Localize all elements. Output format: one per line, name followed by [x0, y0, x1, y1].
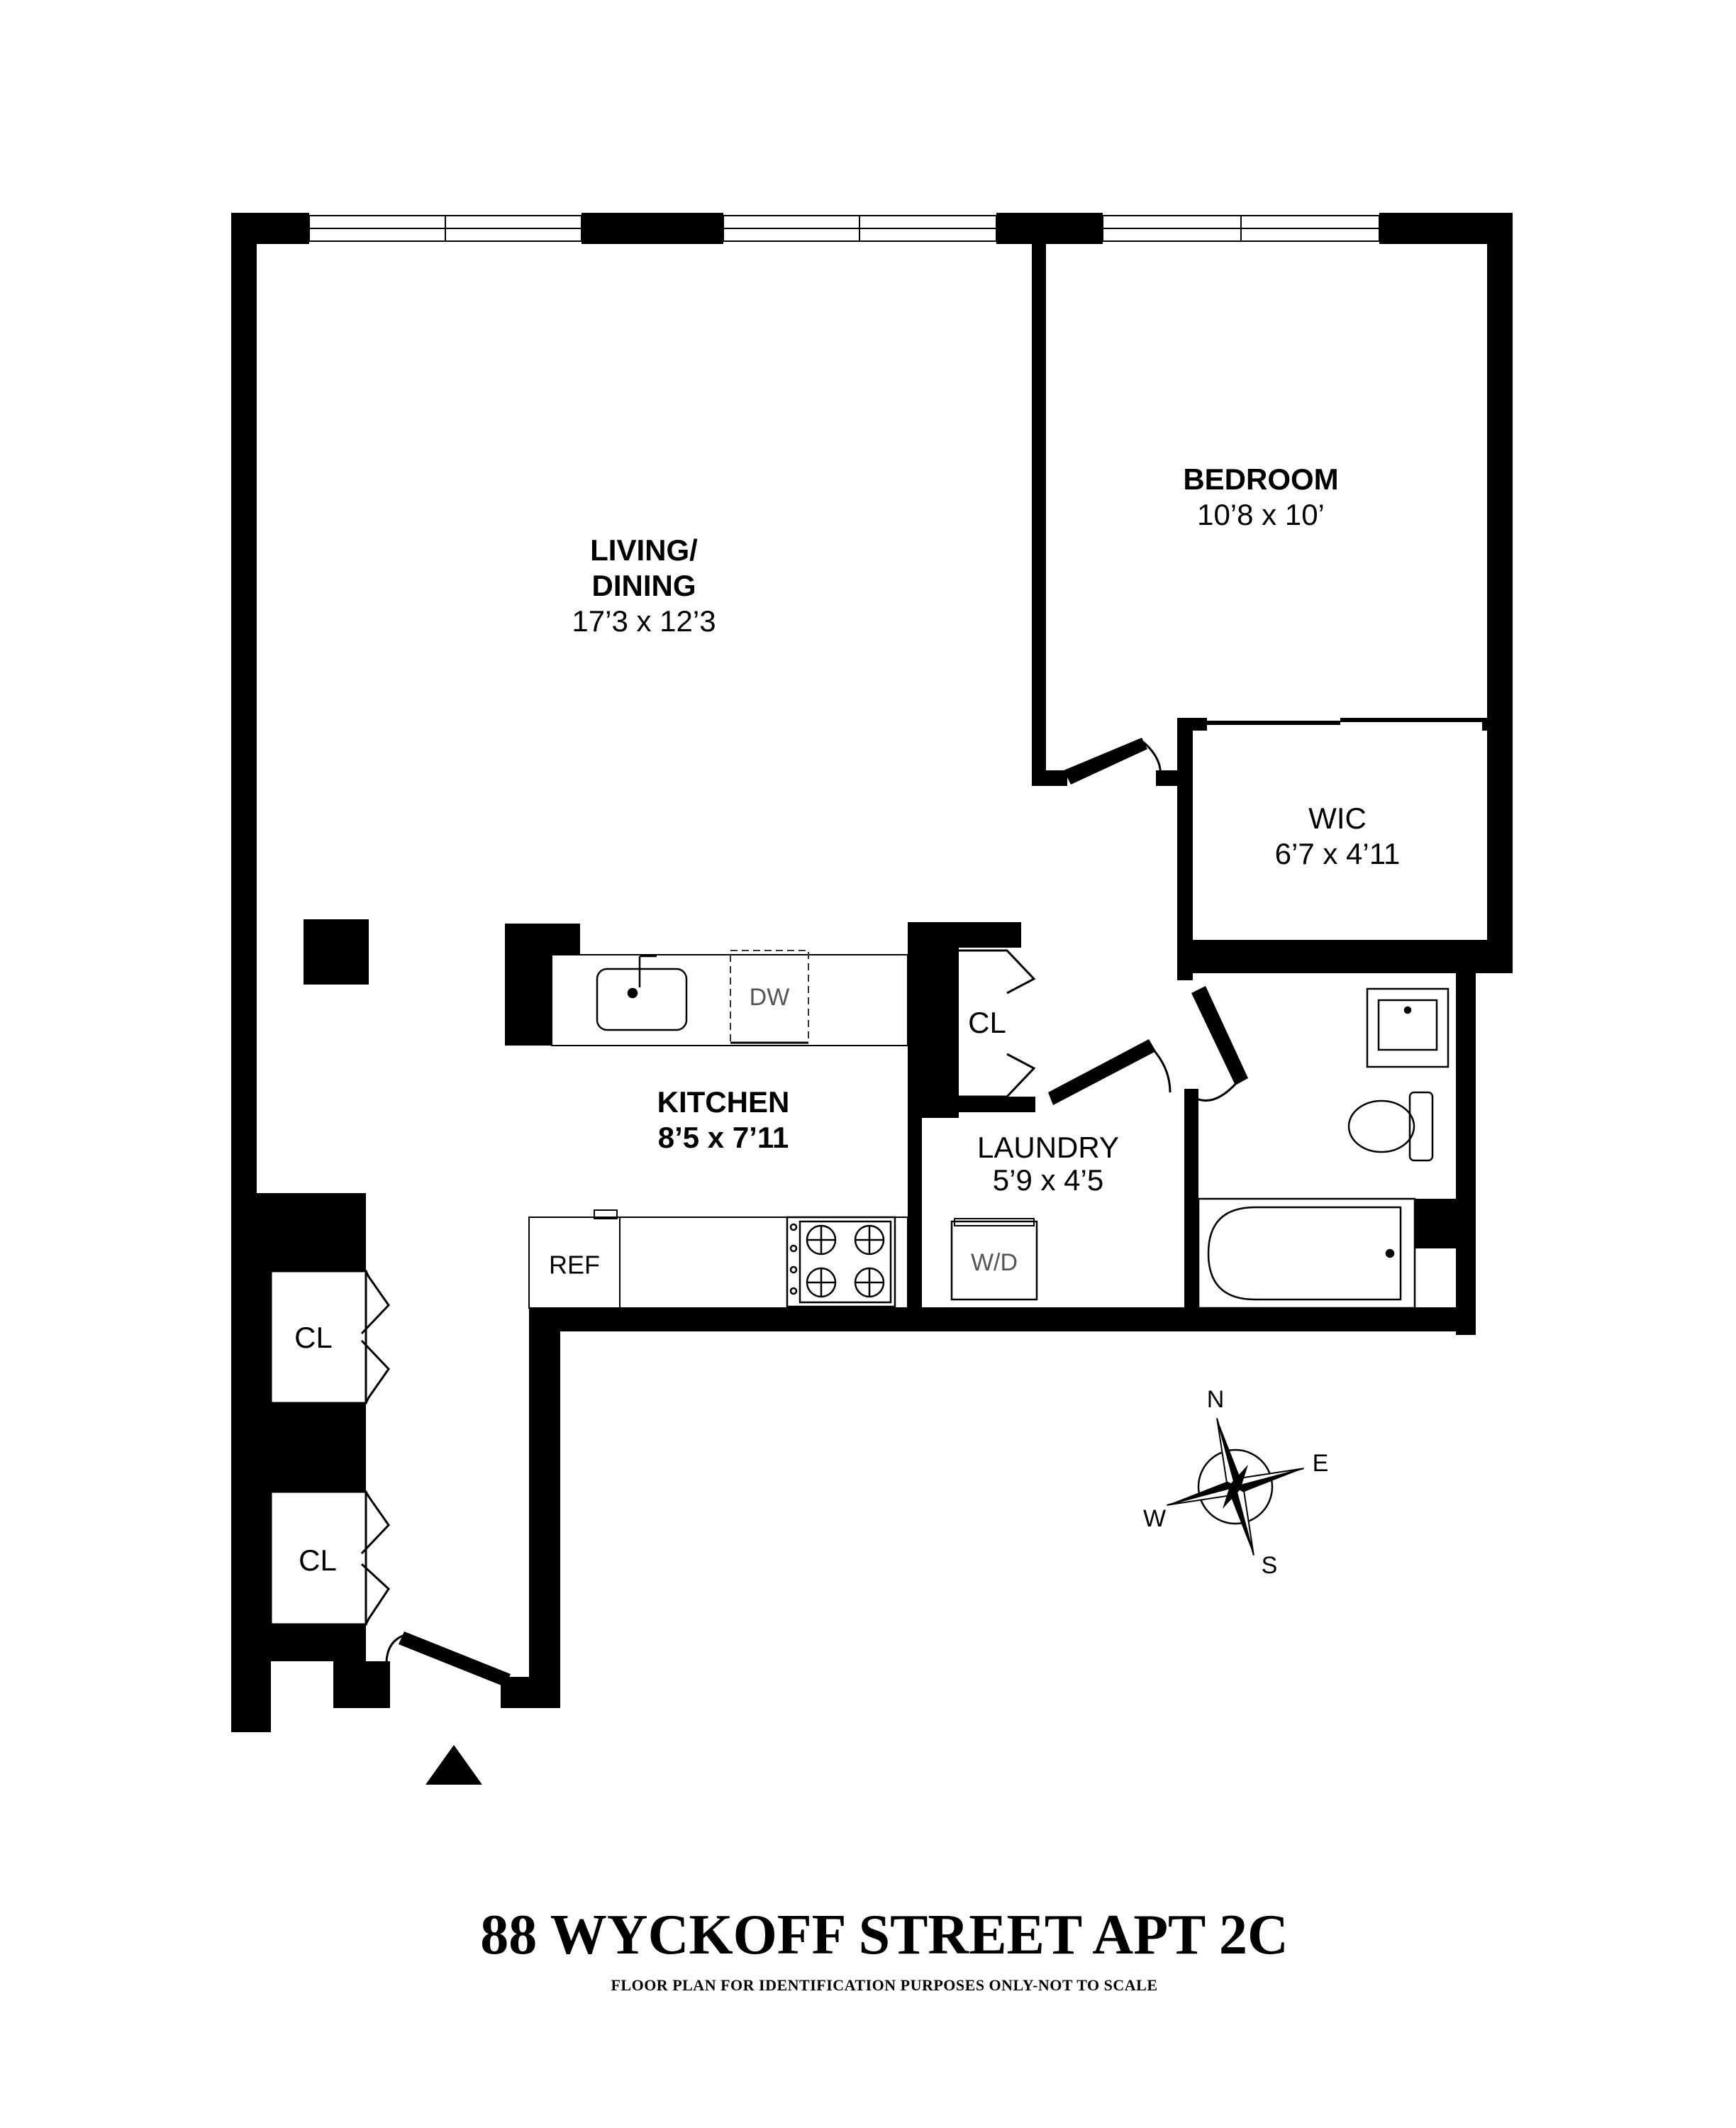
- laundry-dims: 5’9 x 4’5: [993, 1163, 1103, 1197]
- page-subtitle: FLOOR PLAN FOR IDENTIFICATION PURPOSES O…: [611, 1976, 1157, 1994]
- compass-icon: N E S W: [1143, 1386, 1328, 1579]
- bedroom-label: BEDROOM 10’8 x 10’: [1183, 462, 1338, 531]
- bedroom-dims: 10’8 x 10’: [1197, 498, 1325, 531]
- compass-north: N: [1207, 1386, 1225, 1413]
- compass-east: E: [1313, 1450, 1329, 1477]
- stove-icon: [786, 1216, 896, 1308]
- refrigerator-label: REF: [549, 1251, 600, 1280]
- compass-west: W: [1143, 1505, 1166, 1532]
- closet-entry-1-label: CL: [294, 1321, 333, 1354]
- bath-sink-icon: [1366, 987, 1450, 1068]
- wic-label: WIC 6’7 x 4’11: [1275, 802, 1401, 870]
- kitchen-counters: [528, 954, 908, 1309]
- washer-dryer-icon: W/D: [950, 1218, 1038, 1301]
- walls: [231, 213, 1513, 1732]
- laundry-label: LAUNDRY 5’9 x 4’5: [977, 1131, 1119, 1197]
- kitchen-name: KITCHEN: [657, 1085, 790, 1119]
- dishwasher-label: DW: [750, 984, 790, 1011]
- entry-arrow-icon: [425, 1745, 482, 1785]
- kitchen-dims: 8’5 x 7’11: [658, 1121, 789, 1154]
- wic-dims: 6’7 x 4’11: [1275, 837, 1401, 870]
- dishwasher-icon: DW: [730, 950, 809, 1044]
- bathtub-icon: [1197, 1197, 1416, 1309]
- closet-hall-label: CL: [968, 1006, 1006, 1039]
- sink-icon: [596, 955, 688, 1031]
- toilet-icon: [1347, 1091, 1434, 1162]
- living-dining-label: LIVING/ DINING 17’3 x 12’3: [572, 533, 716, 638]
- refrigerator-icon: REF: [549, 1209, 618, 1280]
- wic-name: WIC: [1308, 802, 1367, 835]
- windows: [308, 215, 1380, 242]
- bedroom-name: BEDROOM: [1183, 462, 1338, 496]
- living-name-line2: DINING: [592, 569, 696, 602]
- door-swings: [360, 741, 1240, 1675]
- page-title: 88 WYCKOFF STREET APT 2C: [480, 1904, 1289, 1966]
- laundry-name: LAUNDRY: [977, 1131, 1119, 1164]
- entry-closet-outlines: [269, 1270, 367, 1626]
- washer-dryer-label: W/D: [971, 1249, 1018, 1276]
- closet-entry-2-label: CL: [299, 1544, 337, 1577]
- compass-south: S: [1262, 1552, 1278, 1579]
- kitchen-label: KITCHEN 8’5 x 7’11: [657, 1085, 790, 1154]
- living-dims: 17’3 x 12’3: [572, 604, 716, 638]
- living-name-line1: LIVING/: [590, 533, 698, 567]
